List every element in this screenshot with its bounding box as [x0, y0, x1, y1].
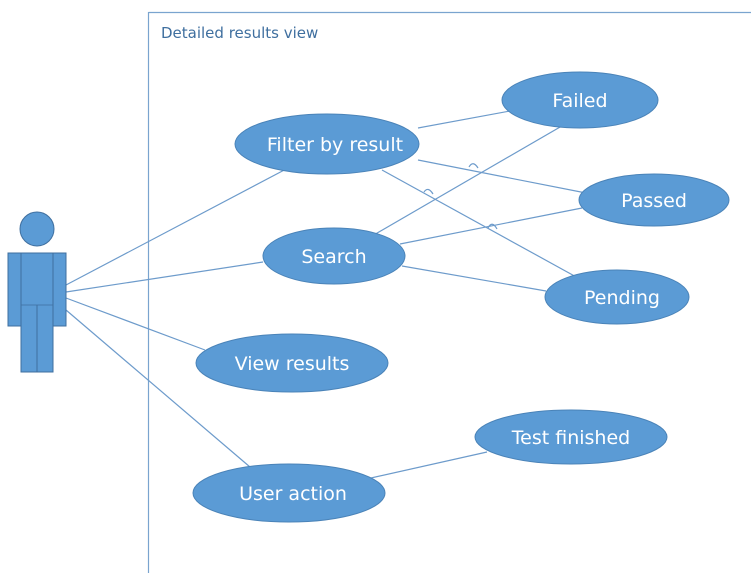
- link-actor-filter: [65, 166, 291, 286]
- search-label: Search: [301, 246, 366, 268]
- view-results-label: View results: [235, 353, 350, 375]
- use-case-view-results[interactable]: View results: [195, 333, 389, 393]
- line-hop-2: [423, 188, 434, 195]
- pending-label: Pending: [584, 287, 660, 309]
- passed-label: Passed: [621, 190, 687, 212]
- use-case-filter-by-result[interactable]: Filter by result: [234, 113, 420, 175]
- user-action-label: User action: [239, 483, 347, 505]
- actor-user: [7, 211, 67, 373]
- link-search-failed: [371, 122, 568, 237]
- use-case-passed[interactable]: Passed: [578, 173, 730, 227]
- use-case-pending[interactable]: Pending: [544, 269, 690, 325]
- actor-head: [19, 211, 55, 247]
- link-search-pending: [401, 265, 547, 292]
- link-actor-user-action: [65, 309, 251, 468]
- link-filter-failed: [417, 110, 511, 129]
- passed-ellipse[interactable]: [578, 173, 730, 227]
- link-actor-view-results: [65, 297, 206, 351]
- line-hop-1: [468, 163, 479, 169]
- associations: [65, 110, 590, 481]
- system-boundary: Detailed results view: [147, 11, 751, 573]
- user-action-ellipse[interactable]: [192, 463, 386, 523]
- link-search-passed: [399, 207, 583, 245]
- link-actor-search: [65, 261, 264, 293]
- test-finished-label: Test finished: [511, 427, 630, 449]
- link-filter-passed: [417, 159, 587, 194]
- use-case-search[interactable]: Search: [262, 227, 406, 285]
- line-hop-3: [487, 223, 498, 230]
- search-ellipse[interactable]: [262, 227, 406, 285]
- filter-by-result-ellipse[interactable]: [234, 113, 420, 175]
- view-results-ellipse[interactable]: [195, 333, 389, 393]
- actor-right-arm: [52, 252, 67, 327]
- pending-ellipse[interactable]: [544, 269, 690, 325]
- actor-left-arm: [7, 252, 22, 327]
- use-case-test-finished[interactable]: Test finished: [474, 409, 668, 465]
- link-useraction-testfinished: [361, 451, 488, 481]
- test-finished-ellipse[interactable]: [474, 409, 668, 465]
- use-case-failed[interactable]: Failed: [501, 71, 659, 129]
- failed-label: Failed: [552, 90, 607, 112]
- boundary-title: Detailed results view: [161, 24, 318, 42]
- use-case-user-action[interactable]: User action: [192, 463, 386, 523]
- failed-ellipse[interactable]: [501, 71, 659, 129]
- filter-by-result-label: Filter by result: [267, 134, 403, 156]
